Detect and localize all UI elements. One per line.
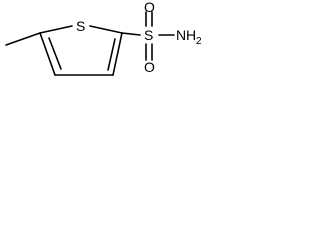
atom-label-sulfur-sulfonyl: S [144,27,153,43]
atom-label-sulfur-ring: S [76,18,85,34]
bond-c4-c5 [39,32,56,76]
atom-label-hydrogen: H [186,27,196,43]
bond-c2-c3-inner [107,38,116,71]
atom-label-oxygen-bottom: O [144,59,155,75]
bond-s1-c2 [89,25,123,34]
bond-c5-s1 [39,25,73,34]
bond-c2-c3 [112,32,123,76]
bond-c4-c5-inner [48,37,62,70]
atom-label-hydrogen-count: 2 [196,36,202,47]
bond-methyl-c5 [5,32,41,46]
bond-c2-s-sulfonyl [121,32,141,36]
atom-label-oxygen-top: O [144,0,155,15]
structure-diagram: S S O O N H 2 [5,0,202,76]
atom-label-nitrogen: N [176,27,186,43]
